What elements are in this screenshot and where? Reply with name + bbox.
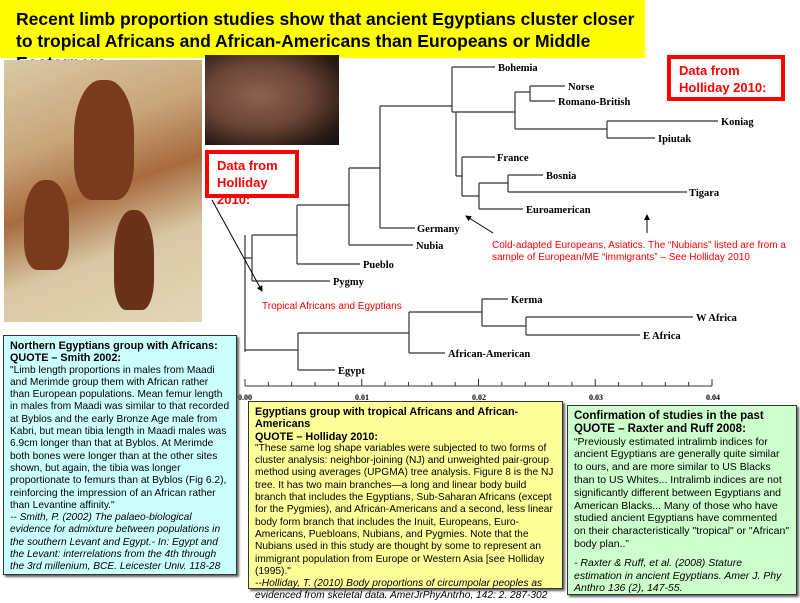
holliday-quote: "These same log shape variables were sub… <box>255 442 554 577</box>
leaf-romano-british: Romano-British <box>558 97 630 108</box>
leaf-germany: Germany <box>417 224 460 235</box>
arrow-to-tropical <box>211 199 263 292</box>
raxter-heading: Confirmation of studies in the past <box>574 410 764 422</box>
leaf-e-africa: E Africa <box>643 331 681 342</box>
cold-adapted-annotation-line1: Cold-adapted Europeans, Asiatics. The “N… <box>492 240 786 251</box>
tree-branches <box>244 66 718 371</box>
raxter-quote-box: Confirmation of studies in the past QUOT… <box>567 405 797 595</box>
egyptian-tomb-painting-image <box>4 60 202 322</box>
leaf-bosnia: Bosnia <box>546 171 577 182</box>
leaf-ipiutak: Ipiutak <box>658 134 691 145</box>
axis-tick-label: 0.03 <box>589 393 603 402</box>
leaf-pueblo: Pueblo <box>363 260 394 271</box>
holliday-citation: --Holliday, T. (2010) Body proportions o… <box>255 578 548 602</box>
egyptian-bust-photo <box>205 55 339 145</box>
axis-tick-label: 0.04 <box>706 393 720 402</box>
leaf-kerma: Kerma <box>511 295 543 306</box>
raxter-quote: “Previously estimated intralimb indices … <box>574 435 790 550</box>
axis-tick-label: 0.00 <box>238 393 252 402</box>
leaf-pygmy: Pygmy <box>333 277 365 288</box>
holliday-quote-box: Egyptians group with tropical Africans a… <box>248 401 563 601</box>
holliday-subheading: QUOTE – Holliday 2010: <box>255 430 379 443</box>
leaf-nubia: Nubia <box>416 241 444 252</box>
tree-leaf-labels: Bohemia Norse Romano-British Koniag Ipiu… <box>333 63 754 377</box>
smith-quote-box: Northern Egyptians group with Africans: … <box>3 335 237 575</box>
leaf-norse: Norse <box>568 82 595 93</box>
leaf-tigara: Tigara <box>689 188 720 199</box>
leaf-france: France <box>497 153 529 164</box>
raxter-subheading: QUOTE – Raxter and Ruff 2008: <box>574 422 746 435</box>
data-source-callout-left: Data from Holliday 2010: <box>205 150 299 207</box>
leaf-bohemia: Bohemia <box>498 63 538 74</box>
slide-title: Recent limb proportion studies show that… <box>0 0 645 73</box>
smith-quote: "Limb length proportions in males from M… <box>10 364 230 511</box>
leaf-w-africa: W Africa <box>696 313 738 324</box>
arrow-to-cold-adapted <box>465 215 494 234</box>
holliday-heading: Egyptians group with tropical Africans a… <box>255 406 519 431</box>
smith-heading: Northern Egyptians group with Africans: <box>10 340 218 352</box>
smith-subheading: QUOTE – Smith 2002: <box>10 352 122 365</box>
smith-citation: -- Smith, P. (2002) The palaeo-biologica… <box>10 512 221 573</box>
leaf-egypt: Egypt <box>338 366 365 377</box>
axis-tick-label: 0.02 <box>472 393 486 402</box>
leaf-euroamerican: Euroamerican <box>526 205 591 216</box>
tropical-annotation: Tropical Africans and Egyptians <box>262 301 402 312</box>
cold-adapted-annotation-line2: sample of European/ME “immigrants” – See… <box>492 252 750 263</box>
raxter-citation: - Raxter & Ruff, et al. (2008) Stature e… <box>574 556 782 595</box>
distance-axis <box>244 379 713 387</box>
data-source-callout-right: Data from Holliday 2010: <box>667 55 785 101</box>
axis-tick-label: 0.01 <box>355 393 369 402</box>
leaf-koniag: Koniag <box>721 117 754 128</box>
leaf-african-american: African-American <box>448 349 530 360</box>
